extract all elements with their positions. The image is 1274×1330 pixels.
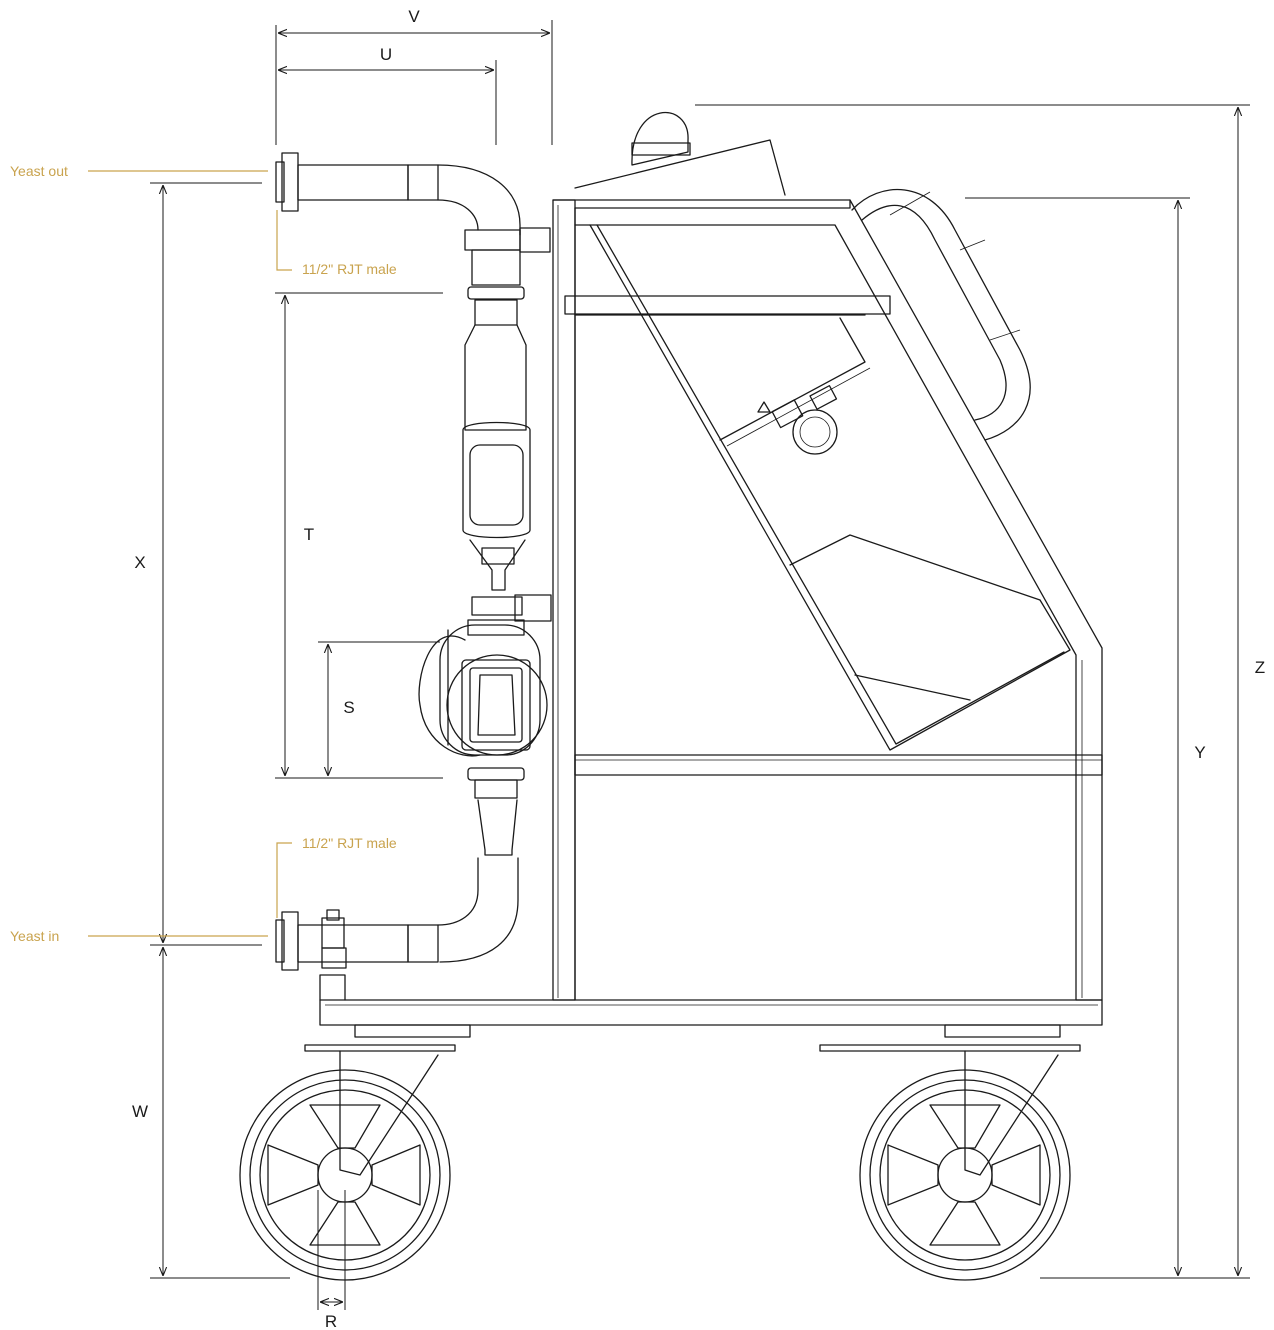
dim-label-u: U <box>380 45 392 64</box>
dim-label-s: S <box>343 698 354 717</box>
pump <box>418 624 548 781</box>
inlet-pipe <box>275 779 519 971</box>
front-wheel <box>239 1024 471 1281</box>
dim-label-w: W <box>132 1102 148 1121</box>
dim-label-r: R <box>325 1312 337 1330</box>
cart-frame <box>319 199 1103 1026</box>
outlet-pipe <box>275 152 551 431</box>
rjt-male-top-label: 11/2" RJT male <box>302 261 397 277</box>
dim-label-v: V <box>408 7 420 26</box>
rjt-male-bottom-label: 11/2" RJT male <box>302 835 397 851</box>
dim-label-x: X <box>134 553 145 572</box>
yeast-in-label: Yeast in <box>10 928 59 944</box>
rear-wheel <box>819 1024 1081 1281</box>
dim-label-z: Z <box>1255 658 1265 677</box>
return-hose <box>851 188 1031 441</box>
dim-label-t: T <box>304 525 314 544</box>
tank <box>574 111 1071 751</box>
yeast-out-label: Yeast out <box>10 163 68 179</box>
callout-lines <box>88 170 292 937</box>
filter-body <box>462 421 552 636</box>
dimension-lines <box>150 20 1250 1310</box>
dim-label-y: Y <box>1194 743 1205 762</box>
